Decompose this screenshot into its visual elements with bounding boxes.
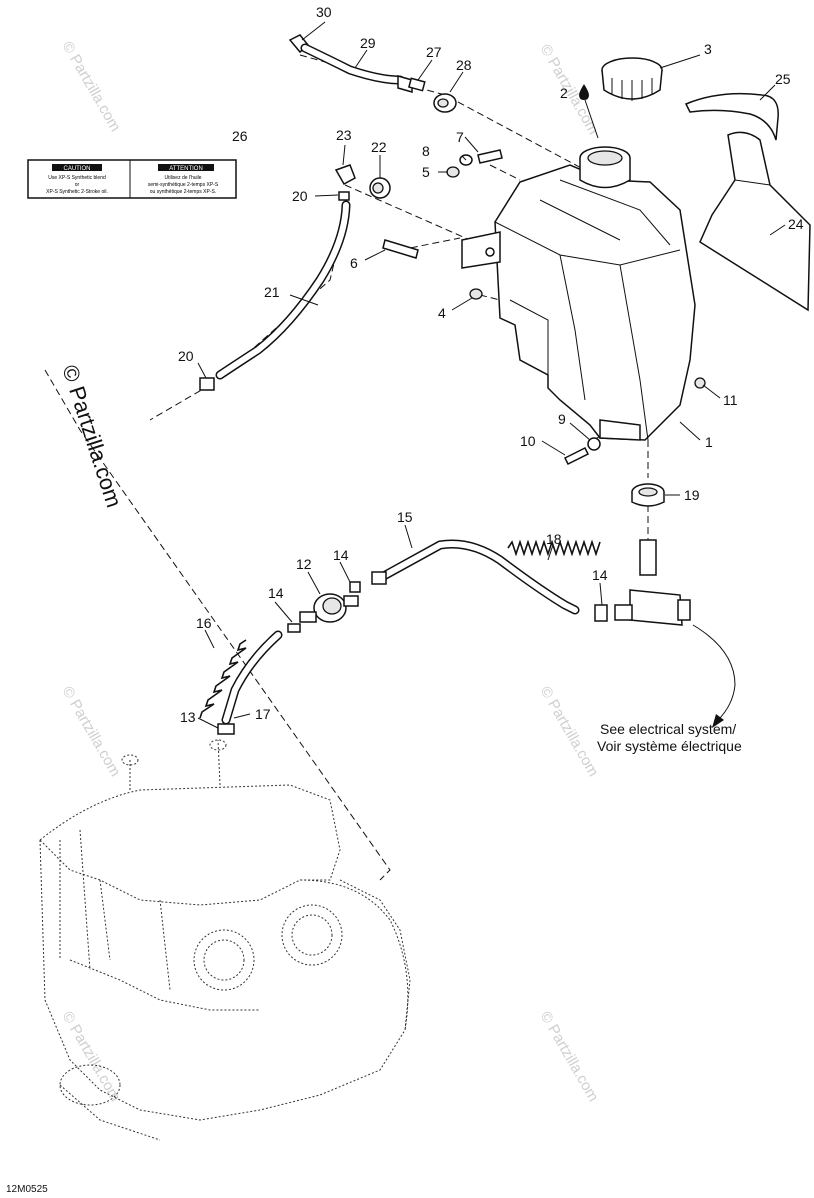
callout-8: 8 [422,143,430,159]
leader-lines [197,21,786,729]
watermark-small: © Partzilla.com [537,684,602,780]
oil-tank [461,146,696,441]
decal-caution-title: CAUTION [64,166,91,172]
callout-25: 25 [775,71,791,87]
callout-23: 23 [336,127,352,143]
hardware [334,149,706,466]
decal-caution-text-3: XP-S Synthetic 2-Stroke oil. [46,189,108,195]
callout-3: 3 [704,41,712,57]
hose-17 [217,630,283,735]
oil-tank-cap [601,57,663,101]
decal-26: CAUTION ATTENTION Use XP-S Synthetic ble… [27,159,237,199]
tank-guard [699,131,811,312]
callout-6: 6 [350,255,358,271]
callout-24: 24 [788,216,804,232]
callout-16: 16 [196,615,212,631]
vent-hose-assembly [288,34,457,113]
callout-17: 17 [255,706,271,722]
callout-14c: 14 [592,567,608,583]
decal-caution-text-2: or [75,182,80,188]
spring-16 [199,639,247,719]
callout-10: 10 [520,433,536,449]
callout-15: 15 [397,509,413,525]
electrical-note-line2: Voir système électrique [597,738,742,754]
watermark-small: © Partzilla.com [537,1009,602,1105]
callout-18: 18 [546,531,562,547]
callout-labels: 1 2 3 4 5 6 7 8 9 10 11 12 13 14 14 14 1… [178,4,804,725]
callout-14a: 14 [268,585,284,601]
spring-18 [507,539,601,557]
callout-1: 1 [705,434,713,450]
callout-29: 29 [360,35,376,51]
callout-21: 21 [264,284,280,300]
engine [39,739,411,1141]
callout-9: 9 [558,411,566,427]
decal-caution-text-1: Use XP-S Synthetic blend [48,175,106,181]
callout-22: 22 [371,139,387,155]
oil-level-sensor [614,483,691,626]
callout-28: 28 [456,57,472,73]
callout-30: 30 [316,4,332,20]
decal-attention-text-1: Utilisez de l'huile [164,175,201,181]
callout-11: 11 [723,392,738,408]
callout-20a: 20 [292,188,308,204]
figure-code: 12M0525 [6,1184,48,1195]
tank-strap [684,92,779,141]
watermark-small: © Partzilla.com [537,42,602,138]
hose-21 [199,200,351,391]
callout-13: 13 [180,709,196,725]
callout-20b: 20 [178,348,194,364]
watermark-small: © Partzilla.com [59,684,124,780]
decal-attention-text-3: ou synthétique 2-temps XP-S. [150,189,216,195]
callout-26: 26 [232,128,248,144]
callout-27: 27 [426,44,442,60]
electrical-note-line1: See electrical system/ [600,721,736,737]
oil-drop-icon [579,84,589,100]
hose-15 [371,539,608,622]
callout-5: 5 [422,164,430,180]
callout-7: 7 [456,129,464,145]
callout-14b: 14 [333,547,349,563]
callout-4: 4 [438,305,446,321]
watermark-small: © Partzilla.com [59,39,124,135]
watermark-vertical: © Partzilla.com [57,362,127,511]
oil-pump-check-valve [287,581,361,633]
decal-attention-text-2: semi-synthétique 2-temps XP-S [148,182,219,188]
decal-attention-title: ATTENTION [169,166,203,172]
callout-19: 19 [684,487,700,503]
callout-2: 2 [560,85,568,101]
callout-12: 12 [296,556,312,572]
